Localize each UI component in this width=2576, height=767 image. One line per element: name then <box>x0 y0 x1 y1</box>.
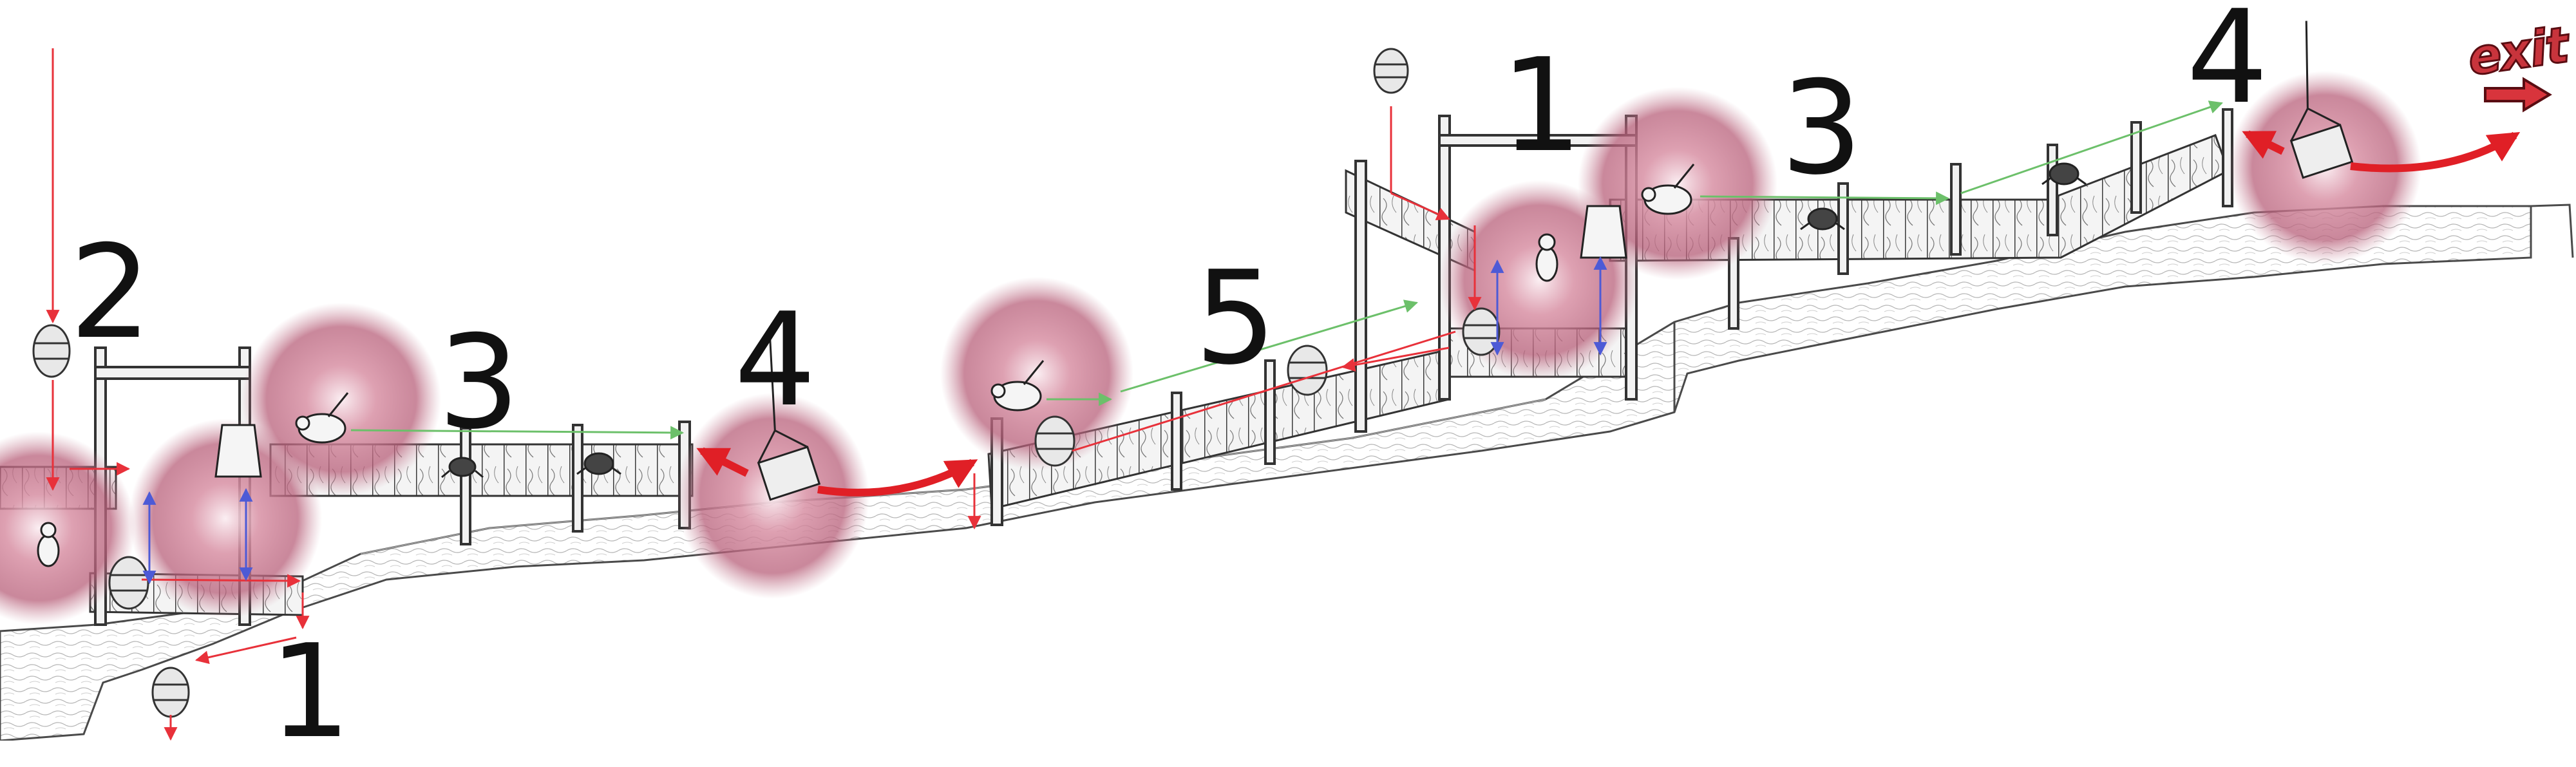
hanging-cage-icon <box>1580 205 1627 259</box>
step-label: 3 <box>1781 53 1863 204</box>
arrow-icon <box>1960 100 2223 194</box>
step-label: 5 <box>1195 243 1277 393</box>
arrow-icon <box>2242 130 2285 159</box>
step-label: 4 <box>734 285 817 435</box>
arrow-icon <box>817 459 978 497</box>
arrow-icon <box>1341 346 1450 372</box>
barrel-icon <box>1287 345 1328 396</box>
post <box>1354 160 1367 433</box>
pig-icon <box>1641 164 1695 215</box>
hanging-cage-icon <box>214 424 262 478</box>
level-map <box>0 21 2574 741</box>
barrel-icon <box>1373 48 1409 94</box>
pig-icon <box>295 392 349 444</box>
exit-sign[interactable]: exit <box>2463 15 2576 119</box>
post <box>2130 121 2142 214</box>
crane-beam <box>94 366 251 380</box>
step-label: 1 <box>269 617 352 767</box>
post <box>572 424 583 533</box>
barrel-icon <box>32 324 71 378</box>
rope-basket-icon <box>757 330 821 501</box>
rope-basket-icon <box>2289 21 2354 179</box>
arrow-icon <box>1120 299 1419 393</box>
crab-icon <box>2041 162 2087 185</box>
crab-icon <box>576 452 621 475</box>
highlight-glow <box>0 431 135 625</box>
highlight-glow <box>940 277 1133 470</box>
character-icon <box>37 522 60 567</box>
arrow-icon <box>2350 131 2521 173</box>
path-arrows <box>46 48 2521 741</box>
arrow-icon <box>141 574 301 588</box>
post <box>1950 163 1962 256</box>
arrow-icon <box>1700 191 1950 205</box>
post <box>1264 359 1276 465</box>
step-label: 2 <box>70 218 152 368</box>
arrow-icon <box>1390 192 1450 220</box>
step-label: 3 <box>438 308 520 458</box>
character-icon <box>1535 233 1558 282</box>
creatures <box>37 21 2354 567</box>
barrel-icon <box>151 667 190 718</box>
step-label: 1 <box>1501 31 1583 181</box>
arrow-icon <box>1072 330 1456 452</box>
arrow-icon <box>696 447 749 477</box>
barrel-icon <box>1034 415 1075 467</box>
crab-icon <box>1800 207 1845 231</box>
crab-icon <box>441 457 484 478</box>
arrow-icon <box>350 426 685 440</box>
step-label: 4 <box>2186 0 2269 133</box>
post <box>1171 392 1182 491</box>
exit-arrow-icon <box>2484 77 2552 113</box>
barrel-icon <box>1462 307 1501 356</box>
barrels <box>32 48 1501 718</box>
post <box>2047 144 2058 236</box>
cliff-step <box>1673 204 2574 412</box>
arrow-icon <box>194 636 297 665</box>
pig-icon <box>990 360 1045 412</box>
barrel-icon <box>108 556 149 610</box>
